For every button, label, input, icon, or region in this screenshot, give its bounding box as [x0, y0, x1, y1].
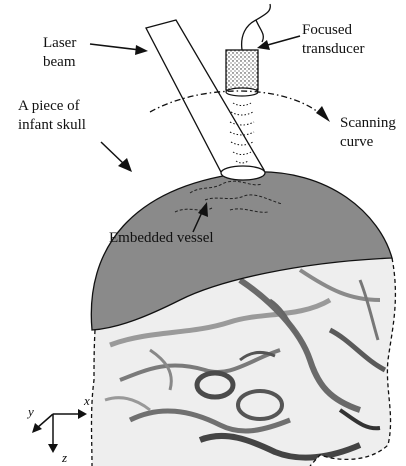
embedded-vessel-label: Embedded vessel	[109, 229, 214, 248]
scanning-curve-label: Scanning curve	[340, 114, 396, 152]
laser-beam-label: Laser beam	[43, 34, 76, 72]
y-axis-label: y	[28, 404, 34, 420]
infant-skull-label: A piece of infant skull	[18, 97, 86, 135]
focused-transducer	[226, 4, 270, 96]
scanning-curve-arrowhead	[316, 106, 330, 122]
focused-transducer-label: Focused transducer	[302, 21, 364, 59]
laser-beam	[146, 20, 265, 180]
coordinate-axes	[32, 409, 87, 453]
x-axis-label: x	[84, 393, 90, 409]
z-axis-label: z	[62, 450, 67, 466]
